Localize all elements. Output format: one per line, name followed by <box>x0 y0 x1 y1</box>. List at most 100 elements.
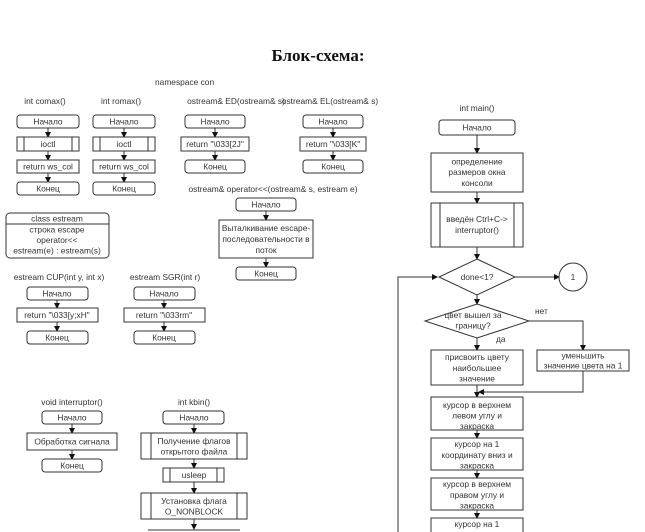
operator-end-terminal <box>235 266 297 281</box>
main-assign-max-line-1: присвоить цвету <box>445 352 510 362</box>
main-step-3-line-3: закраска <box>460 501 495 511</box>
comax-start-label: Начало <box>33 117 63 127</box>
main-step-4-process <box>430 517 524 532</box>
operator-push-line-1: Выталкивание escape- <box>222 223 311 233</box>
flow-romax: int romax() Начало ioctl return ws_col К… <box>92 96 156 196</box>
main-no-label: нет <box>535 306 548 316</box>
estream-member-3: estream(e) : estream(s) <box>13 246 101 256</box>
sgr-header: estream SGR(int r) <box>130 272 200 282</box>
kbin-get-flags-line-1: Получение флагов <box>157 436 231 446</box>
flow-sgr: estream SGR(int r) Начало return "\033rm… <box>123 272 206 345</box>
main-offpage-connector <box>558 262 588 292</box>
main-size-process <box>430 152 524 193</box>
operator-push-line-3: поток <box>255 245 276 255</box>
ed-return-label: return "\033[2J" <box>186 139 244 149</box>
main-step-1-line-3: закраска <box>460 421 495 431</box>
main-start-label: Начало <box>462 123 492 133</box>
sgr-end-label: Конец <box>152 333 176 343</box>
estream-member-2: operator<< <box>37 235 78 245</box>
romax-return-label: return ws_col <box>99 162 149 172</box>
main-size-line-1: определение <box>451 157 502 167</box>
el-end-label: Конец <box>321 162 345 172</box>
operator-header: ostream& operator<<(ostream& s, estream … <box>189 184 358 194</box>
kbin-set-flag-subprocess <box>140 492 248 520</box>
main-ctrlc-line-1: введён Ctrl+C-> <box>446 214 508 224</box>
main-step-3-line-2: правом углу и <box>450 490 504 500</box>
main-assign-max-line-3: значение <box>459 374 495 384</box>
operator-end-label: Конец <box>254 269 278 279</box>
interruptor-handle-label: Обработка сигнала <box>34 437 110 447</box>
sgr-start-label: Начало <box>149 289 179 299</box>
cup-end-label: Конец <box>45 333 69 343</box>
el-start-label: Начало <box>318 117 348 127</box>
flow-comax: int comax() Начало ioctl return ws_col К… <box>16 96 80 196</box>
estream-member-1: строка escape <box>29 225 85 235</box>
ed-end-terminal <box>184 159 246 174</box>
flow-cup: estream CUP(int y, int x) Начало return … <box>14 272 105 345</box>
flow-main: int main() Начало определение размеров о… <box>397 103 630 532</box>
main-step-3-process <box>430 477 524 511</box>
main-step-3-line-1: курсор в верхнем <box>443 479 511 489</box>
flow-ed: ostream& ED(ostream& s) Начало return "\… <box>180 96 285 174</box>
main-step-1-process <box>430 396 524 431</box>
main-step-2-line-2: координату вниз и <box>441 450 513 460</box>
main-step-2-line-3: закраска <box>460 461 495 471</box>
main-loop-back-arrow <box>397 274 438 532</box>
romax-end-terminal <box>92 181 156 196</box>
main-arrow-no <box>529 320 586 351</box>
interruptor-end-label: Конец <box>60 461 84 471</box>
main-step-4-line-1: курсор на 1 <box>455 519 500 529</box>
romax-start-label: Начало <box>109 117 139 127</box>
kbin-set-flag-line-1: Установка флага <box>161 496 227 506</box>
main-step-1-line-1: курсор в верхнем <box>443 400 511 410</box>
main-loop-decision-label: done<1? <box>461 272 494 282</box>
cup-start-label: Начало <box>42 289 72 299</box>
kbin-set-flag-line-2: O_NONBLOCK <box>165 507 224 517</box>
main-assign-max-line-2: наибольшее <box>453 363 502 373</box>
page-title: Блок-схема: <box>271 46 364 65</box>
kbin-start-label: Начало <box>179 413 209 423</box>
main-yes-label: да <box>496 334 506 344</box>
comax-return-label: return ws_col <box>23 162 73 172</box>
ed-header: ostream& ED(ostream& s) <box>187 96 285 106</box>
sgr-end-terminal <box>133 330 196 345</box>
ed-end-label: Конец <box>203 162 227 172</box>
comax-end-terminal <box>16 181 80 196</box>
el-return-label: return "\033[K" <box>306 139 360 149</box>
estream-class-name: class estream <box>31 214 83 224</box>
main-color-decision-line-2: границу? <box>455 321 491 331</box>
ed-start-label: Начало <box>200 117 230 127</box>
main-size-line-2: размеров окна <box>448 167 506 177</box>
romax-end-label: Конец <box>112 184 136 194</box>
operator-start-label: Начало <box>251 200 281 210</box>
romax-header: int romax() <box>101 96 141 106</box>
main-ctrlc-line-2: interruptor() <box>455 225 499 235</box>
main-ctrlc-subprocess <box>430 202 524 248</box>
comax-end-label: Конец <box>36 184 60 194</box>
class-estream: class estream строка escape operator<< e… <box>5 212 110 259</box>
interruptor-end-terminal <box>41 458 103 473</box>
kbin-get-flags-subprocess <box>140 432 248 460</box>
comax-header: int comax() <box>24 96 66 106</box>
main-step-2-line-1: курсор на 1 <box>455 439 500 449</box>
interruptor-header: void interruptor() <box>41 397 103 407</box>
namespace-label: namespace con <box>155 77 214 87</box>
main-color-decision-line-1: цвет вышел за <box>445 310 502 320</box>
comax-ioctl-label: ioctl <box>41 139 56 149</box>
cup-header: estream CUP(int y, int x) <box>14 272 105 282</box>
flow-kbin: int kbin() Начало Получение флагов откры… <box>140 397 248 531</box>
kbin-get-flags-line-2: открытого файла <box>161 447 228 457</box>
main-header: int main() <box>460 103 495 113</box>
el-header: ostream& EL(ostream& s) <box>282 96 379 106</box>
interruptor-start-label: Начало <box>57 413 87 423</box>
kbin-usleep-label: usleep <box>182 470 207 480</box>
main-arrow-merge <box>478 371 584 395</box>
cup-end-terminal <box>26 330 89 345</box>
main-size-line-3: консоли <box>461 178 493 188</box>
kbin-header: int kbin() <box>178 397 210 407</box>
main-connector-label: 1 <box>571 272 576 282</box>
romax-ioctl-label: ioctl <box>117 139 132 149</box>
main-step-1-line-2: левом углу и <box>452 411 502 421</box>
cup-return-label: return "\033[y;xH" <box>24 310 90 320</box>
